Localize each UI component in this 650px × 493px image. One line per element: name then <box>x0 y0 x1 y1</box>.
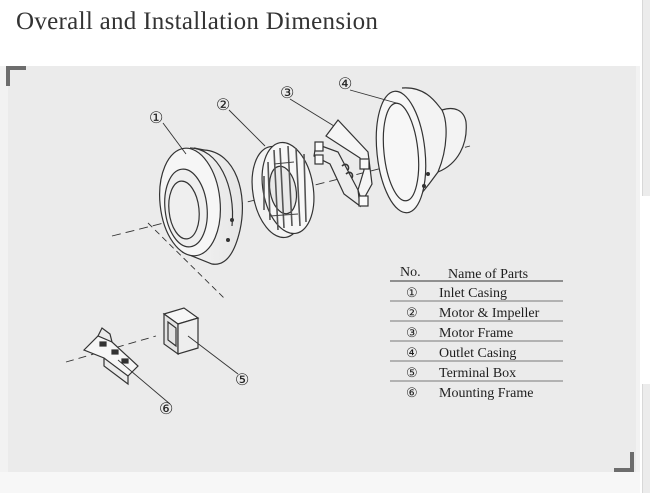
parts-row-4-no: ④ <box>406 345 418 360</box>
side-scroll-track-top <box>642 0 650 196</box>
exploded-view-figure: ① ② ③ ④ ⑤ ⑥ No. Name of Parts ① Inlet Ca… <box>8 66 636 472</box>
callout-5: ⑤ <box>235 372 249 389</box>
parts-row-5-no: ⑤ <box>406 365 418 380</box>
parts-row-6-name: Mounting Frame <box>439 386 534 401</box>
side-scroll-track-bottom <box>642 384 650 493</box>
callout-2: ② <box>216 97 230 114</box>
callout-4: ④ <box>338 76 352 93</box>
parts-row-3-no: ③ <box>406 325 418 340</box>
callout-6: ⑥ <box>159 401 173 418</box>
callout-numbers: ① ② ③ ④ ⑤ ⑥ <box>149 76 352 418</box>
callout-1: ① <box>149 110 163 127</box>
parts-row-4-name: Outlet Casing <box>439 346 516 361</box>
parts-table: No. Name of Parts ① Inlet Casing ② Motor… <box>390 265 563 401</box>
parts-row-2-name: Motor & Impeller <box>439 306 540 321</box>
mounting-frame-drawing <box>82 327 139 386</box>
parts-row-1-name: Inlet Casing <box>439 286 507 301</box>
motor-impeller-drawing <box>251 141 315 239</box>
page-title: Overall and Installation Dimension <box>16 8 379 35</box>
parts-table-header-name: Name of Parts <box>448 267 528 282</box>
parts-row-6-no: ⑥ <box>406 385 418 400</box>
page-header: Overall and Installation Dimension <box>0 0 640 66</box>
parts-table-header-no: No. <box>400 265 421 280</box>
callout-leader-lines <box>117 89 401 405</box>
terminal-box-drawing <box>162 307 200 356</box>
inlet-casing-drawing <box>159 147 243 265</box>
right-edge-strip <box>640 0 650 493</box>
corner-mark-top-left-v <box>6 66 10 86</box>
parts-row-5-name: Terminal Box <box>439 366 516 381</box>
parts-row-1-no: ① <box>406 285 418 300</box>
installation-guide-line <box>147 222 225 299</box>
bottom-band <box>0 472 640 493</box>
corner-mark-top-left-h <box>6 66 26 70</box>
outlet-casing-drawing <box>375 87 467 214</box>
corner-mark-bottom-right-v <box>630 452 634 472</box>
corner-mark-bottom-right-h <box>614 468 634 472</box>
callout-3: ③ <box>280 85 294 102</box>
motor-frame-drawing <box>313 119 373 208</box>
parts-row-2-no: ② <box>406 305 418 320</box>
exploded-diagram-svg: ① ② ③ ④ ⑤ ⑥ No. Name of Parts ① Inlet Ca… <box>65 76 563 418</box>
parts-row-3-name: Motor Frame <box>439 326 513 341</box>
